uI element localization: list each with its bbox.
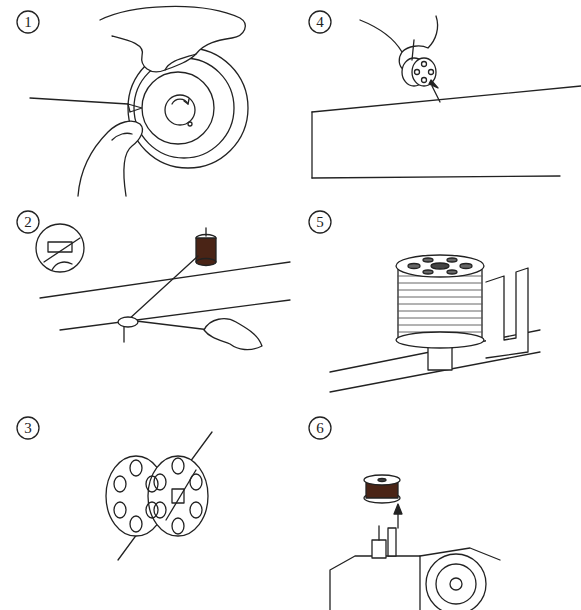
arrowhead [394,504,402,514]
bobbin-hole [422,78,427,83]
bobbin-flange [148,456,208,536]
bobbin-hole [460,264,472,269]
callout-number: 3 [17,417,39,439]
callout-number: 6 [309,417,331,439]
bobbin-holes [114,458,202,534]
bobbin-hole [422,62,427,67]
screw [188,122,192,126]
bobbin-center [378,479,386,482]
finger-line [165,54,196,70]
bobbin-flange [364,475,400,485]
bed-edge [312,176,560,178]
callout-circle [17,11,39,33]
inset-hand [52,262,72,270]
spool-bottom [196,259,216,266]
hand [100,6,245,71]
bottom-flange [396,332,484,348]
bobbin-case-cap [165,95,195,125]
callout-circle [309,211,331,233]
bed-edge [40,262,290,298]
bobbin-case-finger [128,104,142,112]
bed-edge [312,86,581,112]
bobbin-hole [408,264,420,269]
winder-spindle [378,526,379,540]
callout-circle [309,417,331,439]
thread [128,256,210,330]
callout-number: 4 [309,11,331,33]
bobbin-hole [423,270,433,274]
bobbin-hole [447,258,457,262]
thread [412,40,414,60]
callout-number: 1 [17,11,39,33]
callout-number: 5 [309,211,331,233]
inset-guide [48,242,72,252]
winder-post [372,540,386,558]
thread [44,238,80,262]
rotation-arrowhead [184,99,189,104]
bobbin-hole [429,70,434,75]
handwheel-hub [450,578,462,590]
callout-circle [17,211,39,233]
callout-circle [17,417,39,439]
handwheel-inner [436,564,476,604]
spindle-top [431,263,449,269]
arrow-shaft [432,86,440,102]
thumb [78,121,142,196]
inset-circle [36,224,84,272]
hook-race-inner [134,58,234,158]
spool-pin [205,228,206,236]
rotation-arrow [172,99,188,104]
arrowhead [429,80,438,88]
handwheel [426,554,486,610]
bobbin-hole [415,70,420,75]
bobbin-case [142,72,214,144]
top-flange [396,255,484,277]
thread [30,98,128,104]
bed-edge [311,112,312,178]
hand [204,319,262,350]
guide-post [123,327,124,342]
callout-circle [309,11,331,33]
callout-number: 2 [17,211,39,233]
finger-line [112,133,132,140]
machine-head [330,556,420,610]
thread-guide [118,317,138,327]
thread [166,470,196,520]
bobbin-hole [423,258,433,262]
winder-stopper [486,268,528,358]
bobbin-hole [447,270,457,274]
winder-stopper [388,528,396,556]
thread-windings [398,276,482,332]
wound-bobbin [398,268,482,340]
hand [360,16,438,52]
